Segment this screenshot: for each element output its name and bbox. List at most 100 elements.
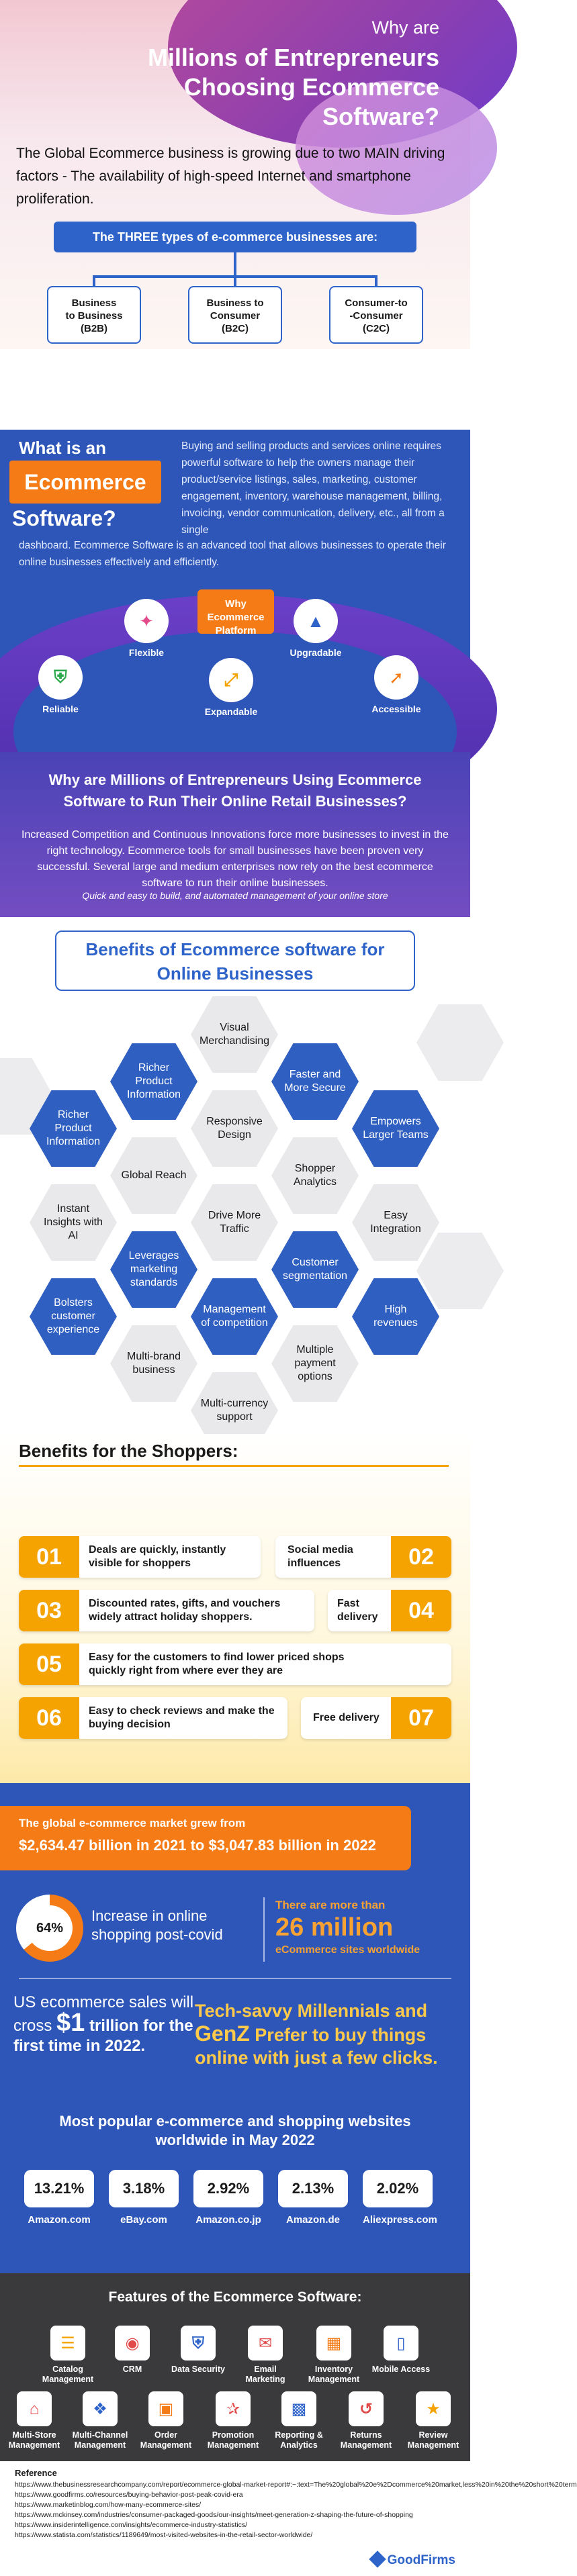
types-label: The THREE types of e-commerce businesses… <box>54 222 416 252</box>
site-name: Amazon.com <box>28 2214 91 2226</box>
benefit-number: 05 <box>19 1643 79 1685</box>
feature-label: Reliable <box>42 704 79 714</box>
reference-link[interactable]: https://www.statista.com/statistics/1189… <box>15 2531 313 2539</box>
reference-link[interactable]: https://www.thebusinessresearchcompany.c… <box>15 2481 577 2489</box>
feature-accessible: ➚ Accessible <box>356 655 437 714</box>
flexible-icon: ✦ <box>124 599 169 643</box>
benefit-text: Discounted rates, gifts, and vouchers wi… <box>89 1598 281 1623</box>
hex-benefit: Easy Integration <box>352 1184 439 1261</box>
why-millions-section: Why are Millions of Entrepreneurs Using … <box>0 752 470 947</box>
site-percent: 13.21% <box>24 2170 94 2207</box>
popular-sites-title: Most popular e-commerce and shopping web… <box>59 2113 411 2148</box>
whatis-text-cont: dashboard. Ecommerce Software is an adva… <box>19 540 446 568</box>
feature-label: Reporting & Analytics <box>275 2430 323 2450</box>
site-name: eBay.com <box>120 2214 167 2226</box>
site-stat: 2.13% Amazon.de <box>278 2170 348 2226</box>
hex-benefit: Bolsters customer experience <box>30 1278 117 1355</box>
sites-count-value: 26 million <box>275 1913 394 1942</box>
channel-icon: ❖ <box>83 2391 118 2426</box>
us-stat-value: $1 <box>56 2009 85 2037</box>
feature-label: Accessible <box>371 704 421 714</box>
shopper-benefit: 06 Easy to check reviews and make the bu… <box>19 1697 287 1739</box>
benefit-text: Easy for the customers to find lower pri… <box>89 1652 345 1676</box>
shopper-benefits-section: Benefits for the Shoppers: 01 Deals are … <box>0 1434 470 1783</box>
goodfirms-logo: GoodFirms <box>368 2550 455 2568</box>
site-percent: 2.92% <box>193 2170 263 2207</box>
software-feature: ▦ Inventory Management <box>304 2326 364 2385</box>
hex-benefit: Responsive Design <box>191 1090 278 1167</box>
benefit-text: Free delivery <box>313 1712 380 1723</box>
benefit-number: 03 <box>19 1590 79 1631</box>
feature-label: Review Management <box>407 2430 459 2450</box>
email-icon: ✉ <box>248 2326 283 2360</box>
us-stat-text: US ecommerce sales will cross <box>13 1993 194 2035</box>
feature-label: Multi-Store Management <box>8 2430 60 2450</box>
genz-text: Prefer to buy things online with just a … <box>195 2025 438 2068</box>
whatis-text: Buying and selling products and services… <box>181 440 445 536</box>
shopper-benefit: Social media influences 02 <box>275 1536 451 1578</box>
genz-highlight: GenZ <box>195 2021 250 2046</box>
feature-label: Email Marketing <box>245 2365 285 2384</box>
hex-decor <box>416 1233 504 1309</box>
site-stat: 13.21% Amazon.com <box>24 2170 94 2226</box>
shopper-benefit: 05 Easy for the customers to find lower … <box>19 1643 451 1685</box>
catalog-icon: ☰ <box>50 2326 85 2360</box>
tree-connector <box>93 275 95 286</box>
feature-expandable: ⤢ Expandable <box>191 658 271 717</box>
us-stat-text: trillion for the first time in 2022. <box>13 2017 193 2055</box>
benefit-text: Easy to check reviews and make the buyin… <box>89 1705 275 1730</box>
type-abbr: (B2C) <box>222 323 249 334</box>
hex-benefit: Empowers Larger Teams <box>352 1090 439 1167</box>
hex-benefit: Faster and More Secure <box>271 1043 359 1120</box>
us-ecommerce-stat: US ecommerce sales will cross $1 trillio… <box>13 1993 195 2056</box>
market-growth-label: The global e-commerce market grew from <box>19 1817 246 1829</box>
reference-link[interactable]: https://www.marketinblog.com/how-many-ec… <box>15 2501 202 2509</box>
reference-link[interactable]: https://www.mckinsey.com/industries/cons… <box>15 2511 413 2519</box>
software-feature: ↺ Returns Management <box>336 2391 396 2450</box>
benefit-number: 07 <box>391 1697 451 1739</box>
type-abbr: (C2C) <box>363 323 390 334</box>
feature-label: Expandable <box>204 706 258 717</box>
whatis-heading-highlight: Ecommerce <box>9 461 161 504</box>
site-percent: 3.18% <box>109 2170 179 2207</box>
site-stat: 2.92% Amazon.co.jp <box>193 2170 263 2226</box>
site-name: Aliexpress.com <box>363 2214 437 2226</box>
benefit-number: 04 <box>391 1590 451 1631</box>
shopper-benefit: Free delivery 07 <box>301 1697 451 1739</box>
benefit-number: 02 <box>391 1536 451 1578</box>
reference-link[interactable]: https://www.insiderintelligence.com/insi… <box>15 2521 248 2529</box>
shopper-benefit: Fast delivery 04 <box>328 1590 451 1631</box>
business-benefits-title: Benefits of Ecommerce software for Onlin… <box>55 931 415 991</box>
hex-benefit: Shopper Analytics <box>271 1137 359 1214</box>
analytics-icon: ▩ <box>281 2391 316 2426</box>
feature-upgradable: ▲ Upgradable <box>275 599 356 658</box>
references-section: Reference https://www.thebusinessresearc… <box>0 2461 577 2576</box>
market-growth-value: $2,634.47 billion in 2021 to $3,047.83 b… <box>19 1837 376 1854</box>
divider <box>263 1897 265 1962</box>
reference-link[interactable]: https://www.goodfirms.co/resources/buyin… <box>15 2491 243 2499</box>
feature-label: CRM <box>122 2365 142 2374</box>
hex-benefit: Visual Merchandising <box>191 996 278 1073</box>
inventory-icon: ▦ <box>316 2326 351 2360</box>
site-name: Amazon.co.jp <box>195 2214 261 2226</box>
arrow-icon: ➚ <box>374 655 418 700</box>
software-feature: ❖ Multi-Channel Management <box>70 2391 130 2450</box>
logo-mark-icon <box>368 2550 386 2568</box>
why-title: Why are Millions of Entrepreneurs Using … <box>48 771 422 810</box>
sites-count-label: There are more than <box>275 1899 386 1911</box>
site-name: Amazon.de <box>285 2214 340 2226</box>
hero-gradient-blob-small <box>296 81 497 215</box>
hex-benefit: Leverages marketing standards <box>110 1231 197 1308</box>
covid-text: Increase in online shopping post-covid <box>91 1907 223 1943</box>
software-feature: ⌂ Multi-Store Management <box>4 2391 64 2450</box>
software-feature: ▣ Order Management <box>136 2391 196 2450</box>
title-underline <box>19 1465 449 1467</box>
store-icon: ⌂ <box>17 2391 52 2426</box>
why-platform-badge: Why Ecommerce Platform <box>197 589 274 636</box>
rocket-icon: ▲ <box>294 599 338 643</box>
references-list: https://www.thebusinessresearchcompany.c… <box>15 2480 577 2540</box>
references-heading: Reference <box>15 2468 57 2478</box>
promotion-icon: ✰ <box>216 2391 251 2426</box>
feature-reliable: ⛨ Reliable <box>20 655 101 714</box>
